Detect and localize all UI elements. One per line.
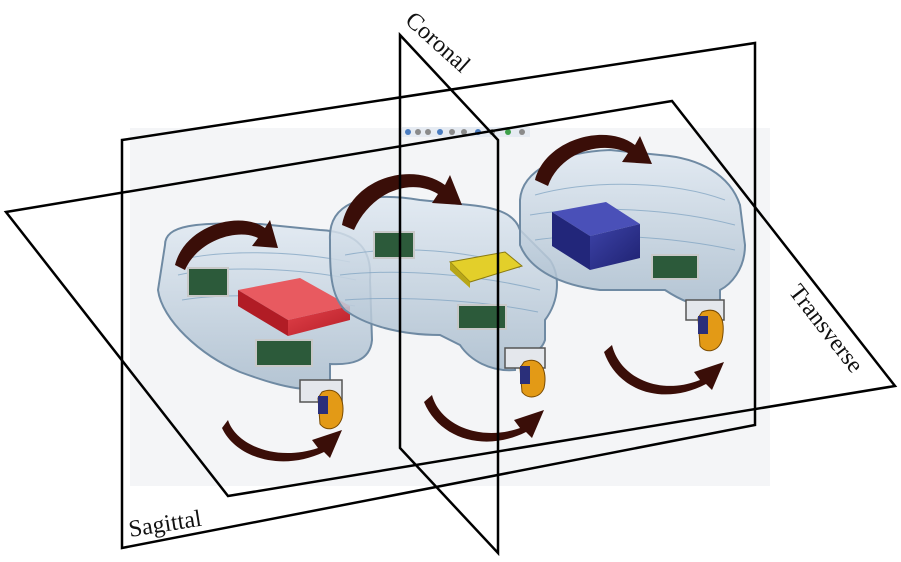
device-right — [519, 134, 747, 395]
device-left — [156, 220, 374, 462]
red-block — [238, 278, 350, 320]
pcb-top — [187, 267, 229, 297]
rotation-arrow-bottom-right — [604, 345, 724, 395]
transverse-plane — [3, 99, 898, 498]
device-center — [328, 174, 558, 442]
coronal-label: Coronal — [400, 7, 475, 78]
rotation-arrow-bottom-left — [222, 420, 342, 462]
rotation-arrow-top-right — [535, 134, 652, 186]
toolbar-icons — [402, 127, 530, 137]
pcb-top — [373, 231, 415, 259]
rotation-arrow-top-center — [342, 174, 462, 230]
pcb-bottom — [255, 339, 313, 367]
pcb-right — [651, 254, 699, 280]
rotation-arrow-top-left — [175, 220, 278, 270]
sagittal-plane — [120, 41, 757, 550]
rotation-arrow-bottom-center — [424, 395, 544, 442]
coronal-plane — [398, 31, 500, 557]
sagittal-label: Sagittal — [127, 506, 204, 543]
transverse-label: Transverse — [783, 280, 868, 378]
blue-block — [552, 202, 640, 236]
